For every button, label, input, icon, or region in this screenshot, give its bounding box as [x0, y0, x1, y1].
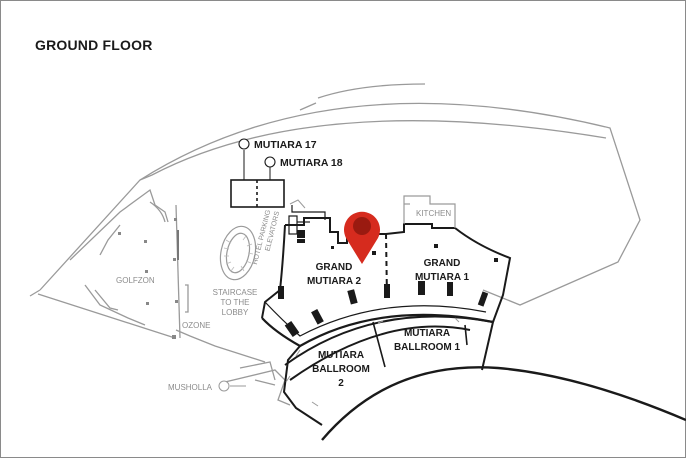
svg-text:MUTIARA 1: MUTIARA 1 — [415, 272, 470, 283]
column-markers — [118, 218, 178, 339]
svg-text:MUTIARA: MUTIARA — [318, 350, 364, 361]
svg-text:2: 2 — [338, 378, 344, 389]
mutiara-18-label[interactable]: MUTIARA 18 — [280, 157, 343, 169]
svg-text:BALLROOM 1: BALLROOM 1 — [394, 342, 461, 353]
staircase — [219, 225, 257, 281]
door-markers — [285, 317, 460, 407]
map-pin-icon[interactable] — [344, 211, 380, 264]
elevators-label: HOTEL PARKING ELEVATORS — [252, 209, 281, 265]
room-grand-mutiara-2[interactable]: GRAND MUTIARA 2 — [307, 262, 362, 287]
room-mutiara-ballroom-2[interactable]: MUTIARA BALLROOM 2 — [312, 350, 370, 389]
musholla-callout — [218, 380, 246, 392]
svg-text:TO THE: TO THE — [220, 298, 249, 307]
golfzon-label: GOLFZON — [116, 276, 155, 285]
elevator-shafts — [288, 205, 326, 235]
kitchen-outline — [403, 195, 456, 228]
wall-posts — [278, 230, 489, 338]
staircase-label: STAIRCASE TO THE LOBBY — [213, 288, 258, 317]
ozone-label: OZONE — [182, 321, 210, 330]
kitchen-label: KITCHEN — [416, 209, 451, 218]
room-grand-mutiara-1[interactable]: GRAND MUTIARA 1 — [415, 258, 470, 283]
room-mutiara-ballroom-1[interactable]: MUTIARA BALLROOM 1 — [394, 328, 461, 353]
svg-text:MUTIARA 2: MUTIARA 2 — [307, 276, 362, 287]
svg-text:GRAND: GRAND — [316, 262, 353, 273]
mutiara-17-18-block — [230, 138, 285, 208]
mutiara-17-label[interactable]: MUTIARA 17 — [254, 139, 317, 151]
svg-text:LOBBY: LOBBY — [222, 308, 249, 317]
svg-text:STAIRCASE: STAIRCASE — [213, 288, 258, 297]
svg-text:BALLROOM: BALLROOM — [312, 364, 370, 375]
floor-title: GROUND FLOOR — [35, 37, 153, 53]
svg-text:MUTIARA: MUTIARA — [404, 328, 450, 339]
svg-text:GRAND: GRAND — [424, 258, 461, 269]
musholla-label[interactable]: MUSHOLLA — [168, 383, 213, 392]
building-outline — [29, 83, 641, 406]
ballroom-walls — [261, 217, 686, 441]
